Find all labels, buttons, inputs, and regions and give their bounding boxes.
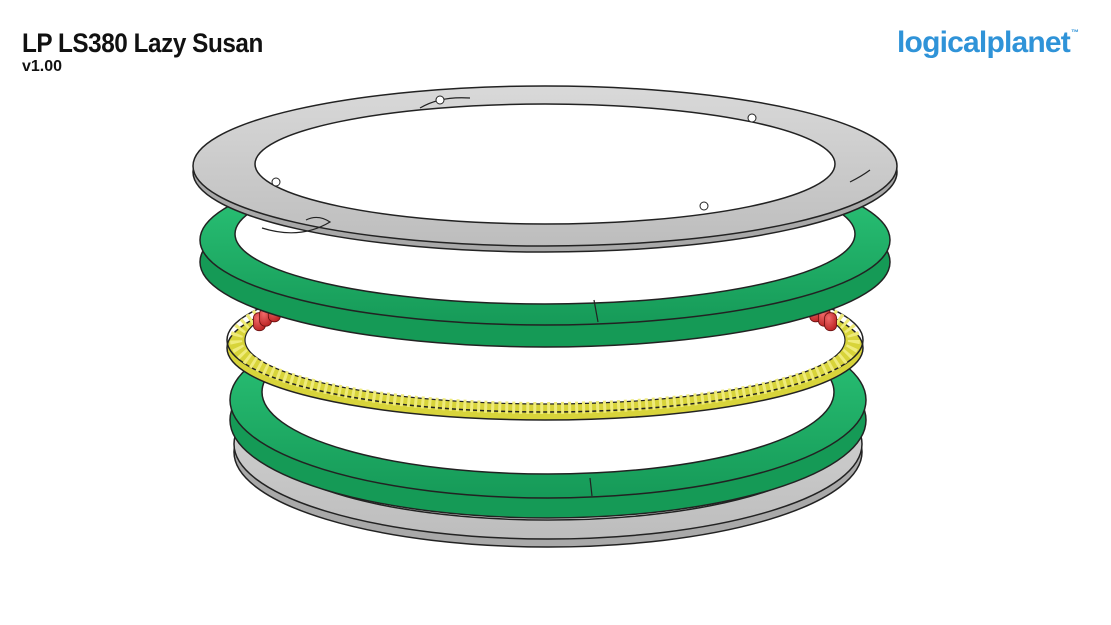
version-label: v1.00 <box>22 58 63 75</box>
brand-logo: logicalplanet ™ <box>897 24 1079 62</box>
page-title: LP LS380 Lazy Susan <box>22 28 263 58</box>
top-plate <box>192 85 898 253</box>
brand-name: logicalplanet <box>897 26 1071 59</box>
brand-trademark: ™ <box>1071 28 1079 37</box>
title-block: LP LS380 Lazy Susan v1.00 <box>22 28 290 76</box>
roller <box>824 312 837 332</box>
